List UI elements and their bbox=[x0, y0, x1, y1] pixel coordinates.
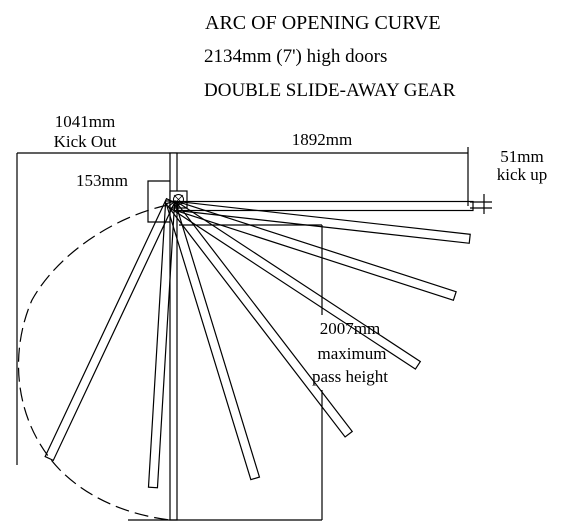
door-panel-position bbox=[173, 200, 457, 302]
offset-bracket bbox=[147, 180, 172, 223]
kick-up-text: kick up bbox=[496, 165, 548, 184]
opening-arc bbox=[18, 204, 171, 521]
kick-up-value: 51mm bbox=[500, 147, 544, 166]
door-panel-position bbox=[175, 200, 471, 244]
door-panel-position bbox=[165, 200, 261, 481]
kick-out-text: Kick Out bbox=[53, 132, 117, 151]
height-line-3: pass height bbox=[311, 367, 389, 386]
door-panel-position bbox=[44, 197, 176, 462]
door-panel-position bbox=[177, 200, 474, 212]
door-panel-positions bbox=[44, 197, 474, 489]
title-line-3: DOUBLE SLIDE-AWAY GEAR bbox=[204, 80, 456, 101]
door-panel-position bbox=[167, 200, 354, 438]
offset-value: 153mm bbox=[76, 171, 128, 190]
kick-out-value: 1041mm bbox=[54, 112, 116, 131]
height-value: 2007mm bbox=[319, 319, 381, 338]
title-line-2: 2134mm (7') high doors bbox=[204, 46, 388, 67]
width-value: 1892mm bbox=[291, 130, 353, 149]
title-line-1: ARC OF OPENING CURVE bbox=[205, 12, 441, 34]
height-line-2: maximum bbox=[317, 344, 387, 363]
door-panel-position bbox=[147, 200, 176, 489]
